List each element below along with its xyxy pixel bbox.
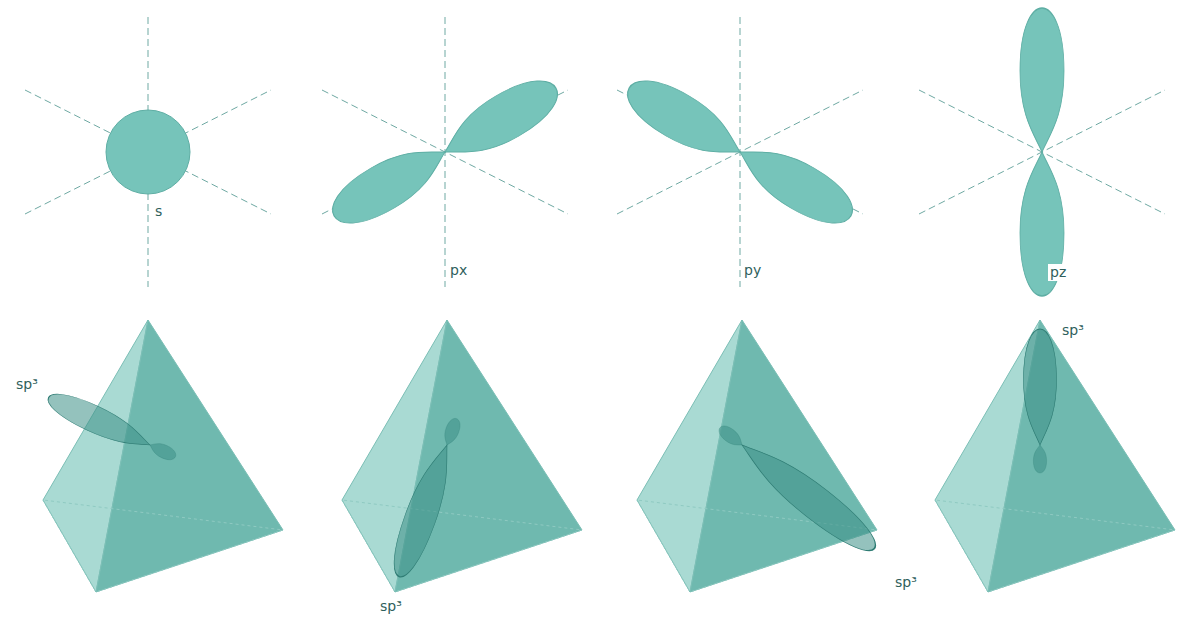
hybrid-label: sp³: [1060, 322, 1086, 339]
orbital-label: px: [448, 262, 469, 279]
sp3-orbitals: [43, 329, 1057, 582]
hybrid-label: sp³: [14, 376, 40, 393]
p-orbitals: [323, 8, 1064, 296]
axis-lines: [25, 17, 1165, 287]
orbital-label: pz: [1048, 264, 1068, 281]
hybrid-label: sp³: [378, 598, 404, 615]
orbital-label: py: [742, 262, 763, 279]
s-orbital: [106, 110, 190, 194]
hybrid-label: sp³: [893, 574, 919, 591]
orbital-label: s: [153, 203, 164, 220]
tetrahedra: [43, 320, 1175, 592]
